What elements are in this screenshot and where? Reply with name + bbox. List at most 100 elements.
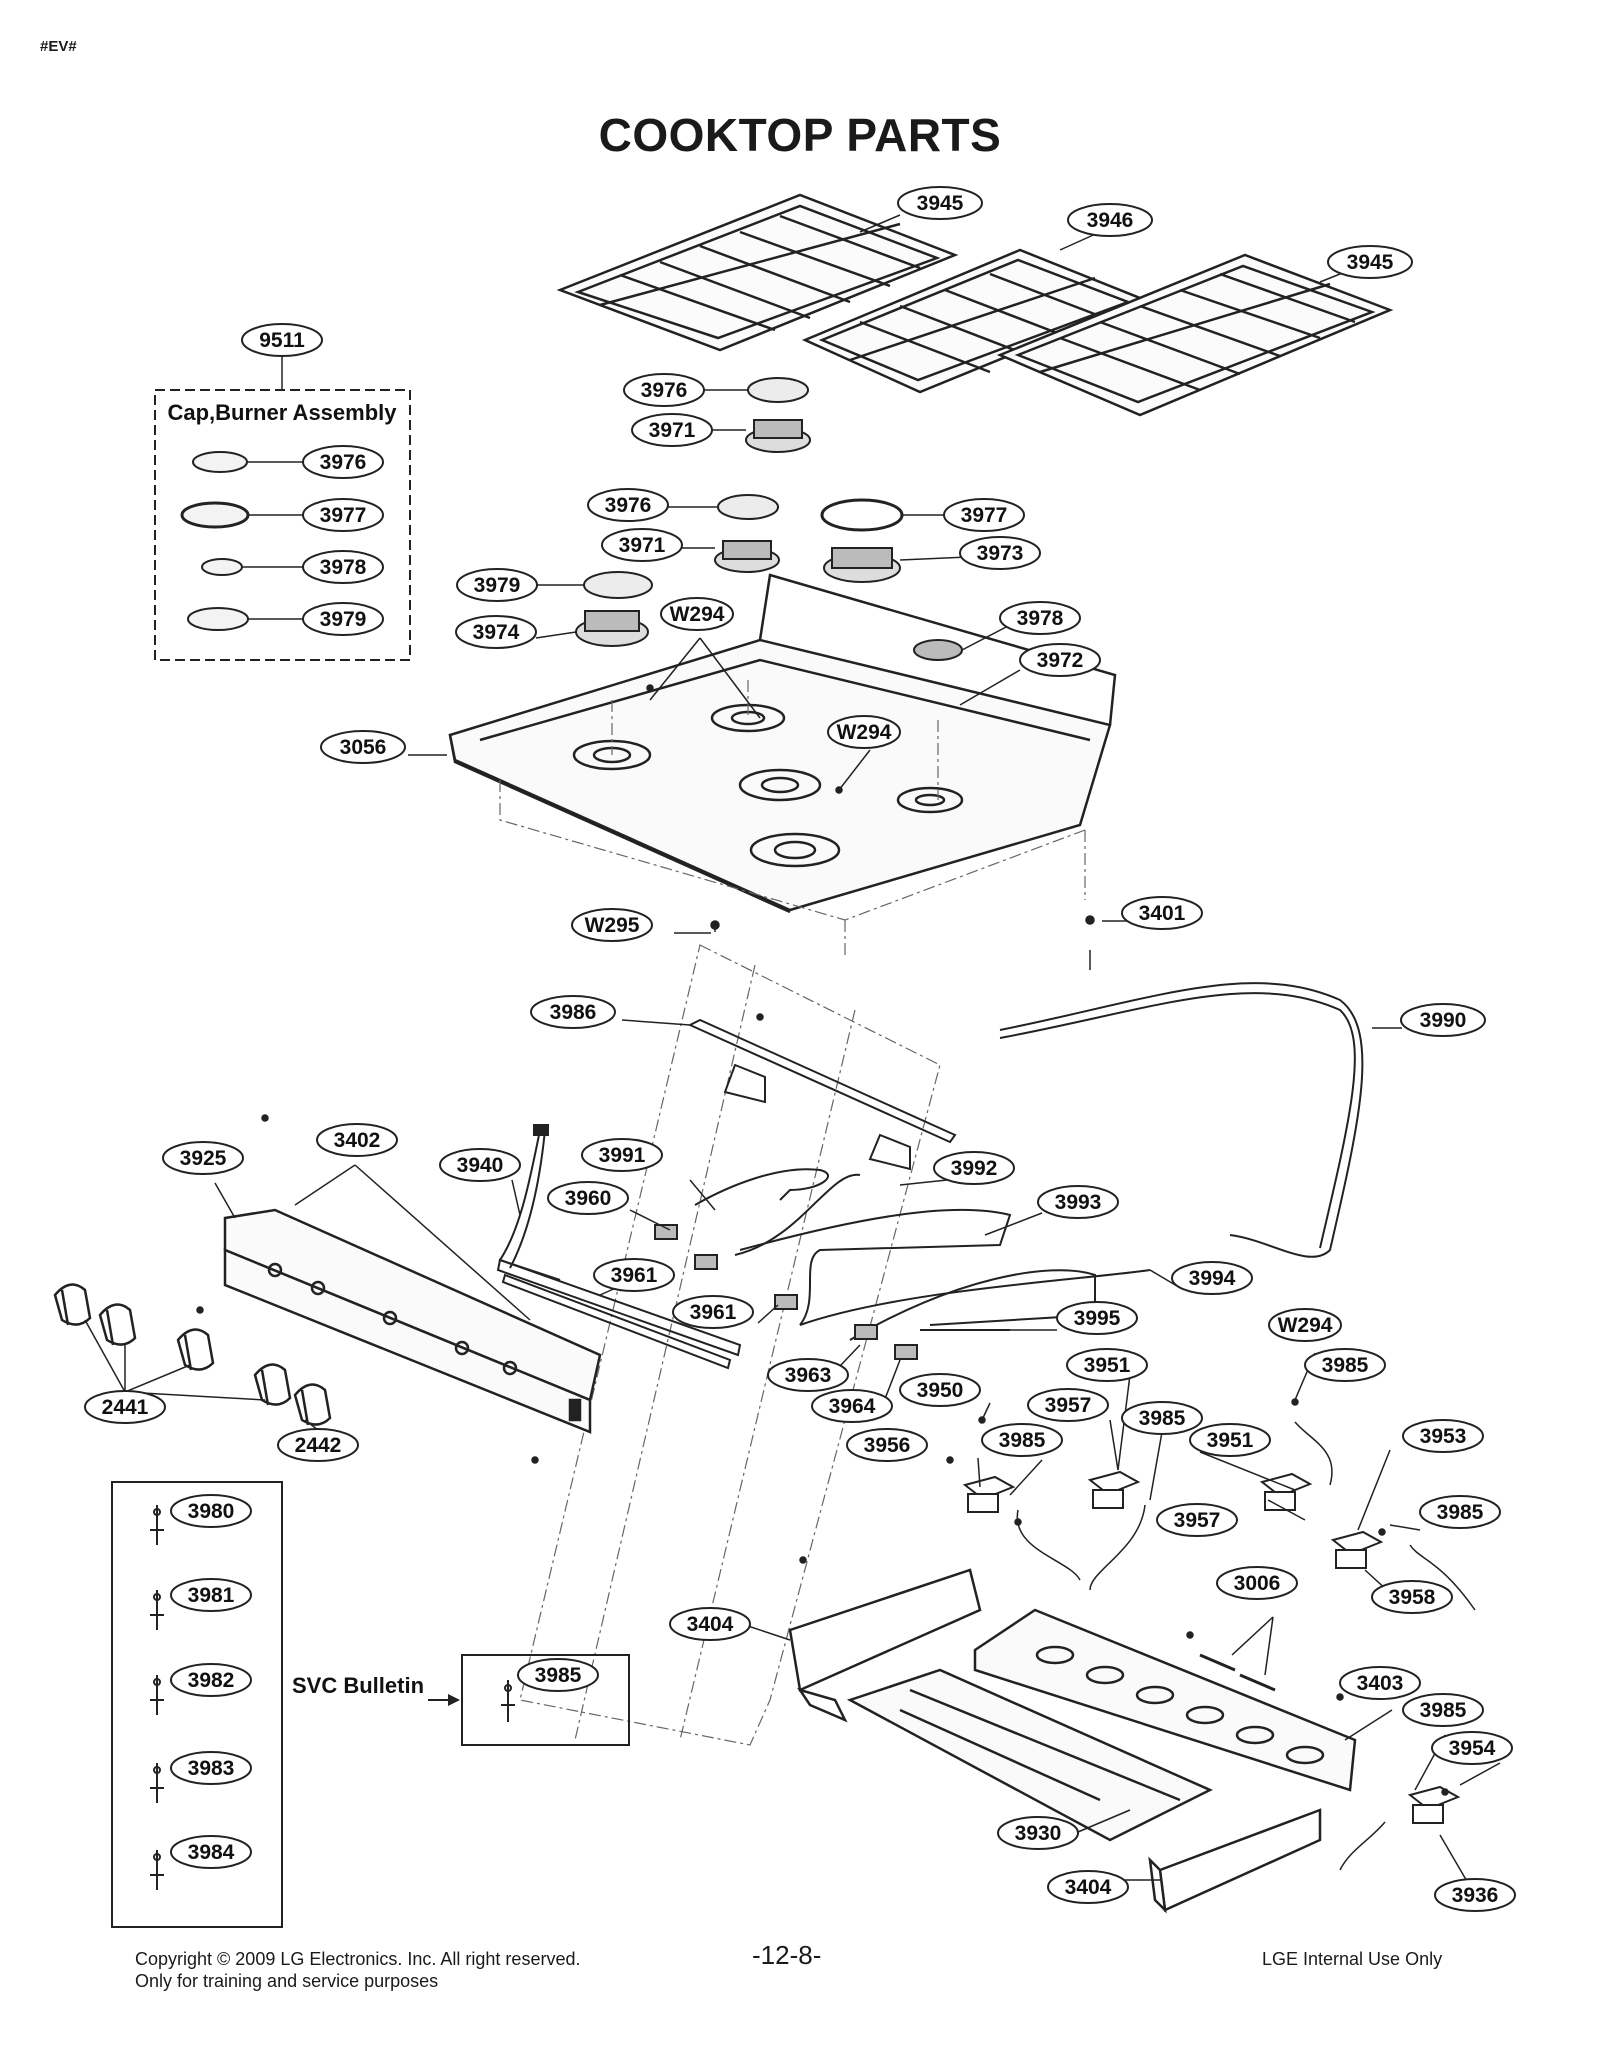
callout-label: 3961 bbox=[690, 1301, 737, 1324]
callout-label: 3979 bbox=[474, 574, 521, 597]
callout-label: 3984 bbox=[188, 1841, 235, 1864]
callout-label: 3993 bbox=[1055, 1191, 1102, 1214]
callout-label: 3977 bbox=[961, 504, 1008, 527]
burner-box-3403 bbox=[973, 1608, 1357, 1792]
callout-label: 3404 bbox=[1065, 1876, 1112, 1899]
callout-label: 3401 bbox=[1139, 902, 1186, 925]
valves bbox=[654, 1224, 918, 1360]
callout-label: 3951 bbox=[1084, 1354, 1131, 1377]
callout-label: 3985 bbox=[999, 1429, 1046, 1452]
callout-9511 bbox=[241, 323, 323, 357]
knobs-2441-2442 bbox=[53, 1283, 332, 1426]
callout-3985-e bbox=[1402, 1693, 1484, 1727]
callout-label: 3404 bbox=[687, 1613, 734, 1636]
switch-3985-svc bbox=[501, 1680, 515, 1722]
callout-3963 bbox=[767, 1358, 849, 1392]
callout-label: 3945 bbox=[1347, 251, 1394, 274]
callout-label: 3958 bbox=[1389, 1586, 1436, 1609]
callout-3978-box bbox=[302, 550, 384, 584]
switch-3984 bbox=[150, 1850, 164, 1890]
callout-3986 bbox=[530, 995, 616, 1029]
callout-label: 3954 bbox=[1449, 1737, 1496, 1760]
callout-3976-box bbox=[302, 445, 384, 479]
callout-2442 bbox=[277, 1428, 359, 1462]
callout-label: 3976 bbox=[605, 494, 652, 517]
callout-3985-c bbox=[981, 1423, 1063, 1457]
callout-w294-a bbox=[660, 597, 734, 631]
switch-3982 bbox=[150, 1675, 164, 1715]
callout-label: 2441 bbox=[102, 1396, 149, 1419]
lower-bracket-3404-right bbox=[1148, 1808, 1322, 1914]
callout-3006 bbox=[1216, 1566, 1298, 1600]
callout-label: 3976 bbox=[641, 379, 688, 402]
callout-3976-a bbox=[623, 373, 705, 407]
callout-label: 3006 bbox=[1234, 1572, 1281, 1595]
grate-right bbox=[996, 253, 1394, 417]
callout-label: 3946 bbox=[1087, 209, 1134, 232]
switch-3980 bbox=[150, 1505, 164, 1545]
callout-3993 bbox=[1037, 1185, 1119, 1219]
ignition-switch-bar bbox=[496, 1258, 742, 1370]
callout-3945-top bbox=[897, 186, 983, 220]
callout-label: 3940 bbox=[457, 1154, 504, 1177]
callout-3977 bbox=[943, 498, 1025, 532]
callout-labels: 3945 3946 3945 9511 3976 3976 3971 3976 … bbox=[102, 192, 1499, 1907]
callout-label: 3978 bbox=[320, 556, 367, 579]
lower-bracket-3404-left bbox=[788, 1568, 982, 1723]
callout-label: 3403 bbox=[1357, 1672, 1404, 1695]
svc-bulletin-group: SVC Bulletin bbox=[292, 1673, 460, 1706]
callout-label: 3985 bbox=[1139, 1407, 1186, 1430]
callout-3973 bbox=[959, 536, 1041, 570]
grate-left bbox=[556, 193, 959, 352]
callout-3957-b bbox=[1156, 1503, 1238, 1537]
callout-label: 3990 bbox=[1420, 1009, 1467, 1032]
callout-3976-b bbox=[587, 488, 669, 522]
callout-label: W294 bbox=[1278, 1314, 1333, 1337]
callout-3994 bbox=[1171, 1261, 1253, 1295]
callout-3981 bbox=[170, 1578, 252, 1612]
callout-label: 3971 bbox=[649, 419, 696, 442]
callout-label: 3995 bbox=[1074, 1307, 1121, 1330]
callout-label: 3982 bbox=[188, 1669, 235, 1692]
strips-3006 bbox=[1199, 1653, 1276, 1692]
callout-3974 bbox=[455, 615, 537, 649]
callout-label: 3976 bbox=[320, 451, 367, 474]
callout-label: 3983 bbox=[188, 1757, 235, 1780]
callout-3958 bbox=[1371, 1580, 1453, 1614]
callout-label: 3925 bbox=[180, 1147, 227, 1170]
callout-bubbles bbox=[84, 186, 1516, 1912]
wire-harness-3940 bbox=[498, 1124, 561, 1281]
gas-tubes bbox=[694, 982, 1364, 1341]
callout-label: 3957 bbox=[1174, 1509, 1221, 1532]
callout-3404-a bbox=[669, 1607, 751, 1641]
callout-label: 9511 bbox=[259, 329, 305, 352]
callout-label: 3978 bbox=[1017, 607, 1064, 630]
cap-burner-assembly-label: Cap,Burner Assembly bbox=[167, 400, 397, 425]
callout-w294-c bbox=[1268, 1308, 1342, 1342]
callout-3951-b bbox=[1189, 1423, 1271, 1457]
callout-label: 3964 bbox=[829, 1395, 876, 1418]
callout-3978 bbox=[999, 601, 1081, 635]
callout-label: 2442 bbox=[295, 1434, 342, 1457]
callout-label: 3977 bbox=[320, 504, 367, 527]
page-number: -12-8- bbox=[752, 1940, 822, 1970]
callout-label: 3981 bbox=[188, 1584, 235, 1607]
callout-3945-right bbox=[1327, 245, 1413, 279]
callout-3957-a bbox=[1027, 1388, 1109, 1422]
burner-valves-lower bbox=[962, 1470, 1461, 1824]
callout-3985-d bbox=[1419, 1495, 1501, 1529]
callout-label: 3985 bbox=[535, 1664, 582, 1687]
callout-3972 bbox=[1019, 643, 1101, 677]
callout-3925 bbox=[162, 1141, 244, 1175]
callout-label: 3953 bbox=[1420, 1425, 1467, 1448]
callout-3979 bbox=[456, 568, 538, 602]
callout-w294-b bbox=[827, 715, 901, 749]
callout-label: 3945 bbox=[917, 192, 964, 215]
callout-label: 3960 bbox=[565, 1187, 612, 1210]
callout-3985-a bbox=[1304, 1348, 1386, 1382]
callout-3960 bbox=[547, 1181, 629, 1215]
callout-3985-svc bbox=[517, 1658, 599, 1692]
callout-3971-b bbox=[601, 528, 683, 562]
